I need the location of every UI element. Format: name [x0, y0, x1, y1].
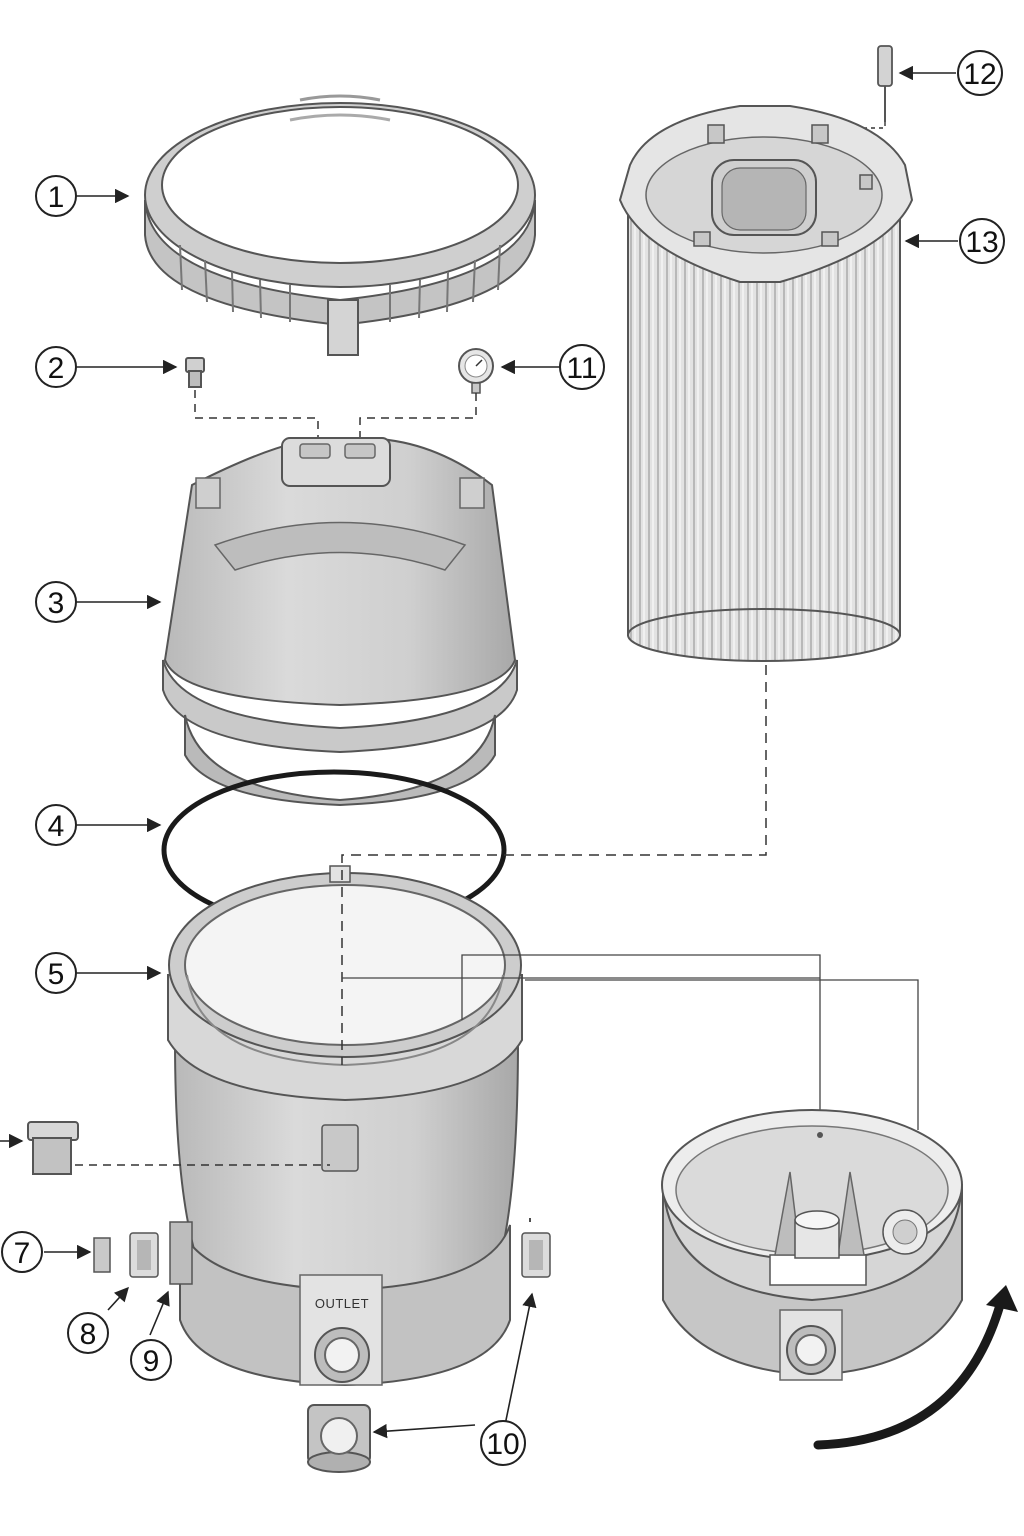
dashed-connector-cartridge	[341, 665, 767, 1065]
inset-reference-lines	[342, 954, 919, 1130]
callout-1: 1	[35, 175, 77, 217]
callout-10: 10	[480, 1420, 526, 1466]
air-relief-valve	[185, 357, 205, 388]
curved-arrow-icon	[813, 1285, 1018, 1450]
callout-9: 9	[130, 1339, 172, 1381]
callout-10-number: 10	[486, 1428, 519, 1461]
callout-13-number: 13	[965, 226, 998, 259]
callout-8: 8	[67, 1312, 109, 1354]
drain-plug-part-7	[93, 1237, 111, 1273]
outlet-adapter	[307, 1404, 371, 1473]
callout-2-number: 2	[48, 352, 65, 385]
callout-12: 12	[957, 50, 1003, 96]
base-inset-view	[661, 1109, 963, 1381]
callout-7-number: 7	[14, 1237, 31, 1270]
callout-9-number: 9	[143, 1345, 160, 1378]
locking-ring	[144, 94, 536, 356]
cartridge-pin	[877, 45, 893, 122]
callout-12-number: 12	[963, 58, 996, 91]
leader-arrows	[44, 65, 958, 1439]
callout-11-number: 11	[566, 352, 597, 385]
drain-gasket-part-8	[129, 1232, 159, 1278]
tank-lid	[162, 437, 518, 807]
dashed-connectors-lid	[194, 390, 477, 440]
callout-5: 5	[35, 952, 77, 994]
callout-11: 11	[559, 344, 605, 390]
callout-2: 2	[35, 346, 77, 388]
pressure-gauge	[458, 348, 494, 394]
callout-1-number: 1	[48, 181, 65, 214]
callout-3-number: 3	[48, 587, 65, 620]
callout-7: 7	[1, 1231, 43, 1273]
filter-cartridge	[618, 105, 914, 662]
tank-body	[167, 865, 523, 1387]
callout-4-number: 4	[48, 810, 65, 843]
callout-5-number: 5	[48, 958, 65, 991]
dashed-connector-pin	[861, 122, 886, 175]
callout-3: 3	[35, 581, 77, 623]
callout-4: 4	[35, 804, 77, 846]
callout-8-number: 8	[80, 1318, 97, 1351]
outlet-label: OUTLET	[315, 1296, 369, 1311]
callout-13: 13	[959, 218, 1005, 264]
drain-valve-body	[27, 1121, 79, 1175]
side-gasket-part-10b	[521, 1232, 551, 1278]
